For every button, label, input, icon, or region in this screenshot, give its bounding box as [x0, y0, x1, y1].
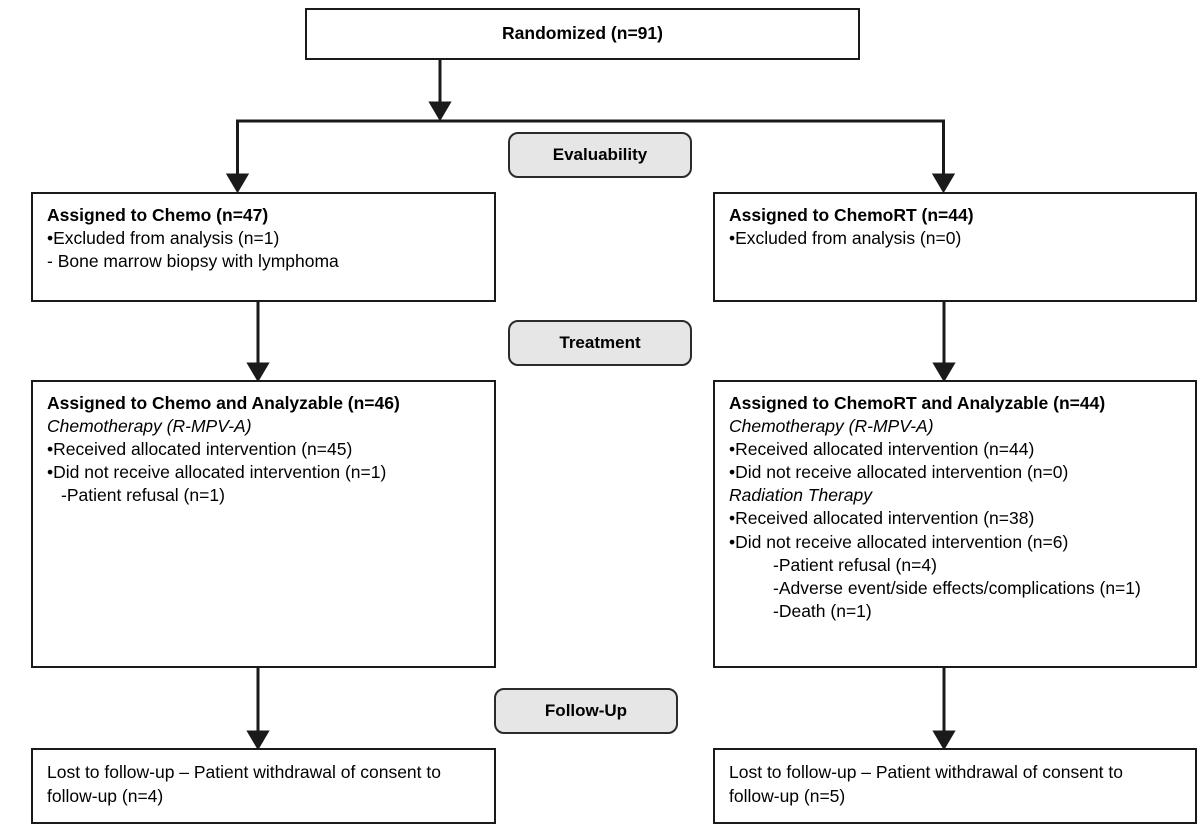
- stage-label-evaluability-text: Evaluability: [552, 145, 648, 164]
- chemo-analyzable-chemo-heading: Chemotherapy (R-MPV-A): [47, 416, 252, 437]
- chemo-analyzable-reason-patient-refusal: -Patient refusal (n=1): [61, 485, 225, 506]
- stage-label-followup[interactable]: Follow-Up: [494, 688, 678, 734]
- node-randomized-label: Randomized (n=91): [502, 23, 663, 44]
- stage-label-followup-text: Follow-Up: [544, 701, 628, 720]
- node-chemo-lost-to-followup[interactable]: Lost to follow-up – Patient withdrawal o…: [31, 748, 496, 824]
- node-chemort-analyzable[interactable]: Assigned to ChemoRT and Analyzable (n=44…: [713, 380, 1197, 668]
- stage-label-evaluability[interactable]: Evaluability: [508, 132, 692, 178]
- chemort-lost-line-1: Lost to follow-up – Patient withdrawal o…: [729, 762, 1123, 782]
- chemort-analyzable-chemo-heading: Chemotherapy (R-MPV-A): [729, 416, 934, 437]
- node-chemort-lost-to-followup[interactable]: Lost to follow-up – Patient withdrawal o…: [713, 748, 1197, 824]
- node-chemort-assigned[interactable]: Assigned to ChemoRT (n=44) •Excluded fro…: [713, 192, 1197, 302]
- chemort-assigned-excluded: •Excluded from analysis (n=0): [729, 228, 962, 249]
- node-randomized[interactable]: Randomized (n=91): [305, 8, 860, 60]
- chemo-analyzable-chemo-not-received: •Did not receive allocated intervention …: [47, 462, 387, 483]
- node-chemo-assigned[interactable]: Assigned to Chemo (n=47) •Excluded from …: [31, 192, 496, 302]
- chemort-analyzable-chemo-not-received: •Did not receive allocated intervention …: [729, 462, 1069, 483]
- chemo-lost-line-2: follow-up (n=4): [47, 786, 164, 807]
- node-chemo-analyzable[interactable]: Assigned to Chemo and Analyzable (n=46) …: [31, 380, 496, 668]
- chemo-analyzable-title: Assigned to Chemo and Analyzable (n=46): [47, 393, 400, 413]
- chemo-assigned-title: Assigned to Chemo (n=47): [47, 205, 269, 225]
- chemort-analyzable-rt-not-received: •Did not receive allocated intervention …: [729, 531, 1069, 552]
- chemort-analyzable-chemo-received: •Received allocated intervention (n=44): [729, 439, 1035, 460]
- stage-label-treatment[interactable]: Treatment: [508, 320, 692, 366]
- chemort-analyzable-reason-adverse-event: -Adverse event/side effects/complication…: [773, 577, 1141, 598]
- stage-label-treatment-text: Treatment: [559, 333, 641, 352]
- chemort-lost-line-2: follow-up (n=5): [729, 786, 846, 807]
- chemort-analyzable-rt-received: •Received allocated intervention (n=38): [729, 508, 1035, 529]
- chemo-assigned-exclusion-reason: - Bone marrow biopsy with lymphoma: [47, 251, 339, 272]
- chemo-lost-line-1: Lost to follow-up – Patient withdrawal o…: [47, 762, 441, 782]
- chemo-analyzable-chemo-received: •Received allocated intervention (n=45): [47, 439, 353, 460]
- chemort-analyzable-reason-death: -Death (n=1): [773, 600, 872, 621]
- chemort-analyzable-rt-heading: Radiation Therapy: [729, 485, 872, 506]
- chemo-assigned-excluded: •Excluded from analysis (n=1): [47, 228, 280, 249]
- chemort-assigned-title: Assigned to ChemoRT (n=44): [729, 205, 974, 225]
- chemort-analyzable-title: Assigned to ChemoRT and Analyzable (n=44…: [729, 393, 1106, 413]
- chemort-analyzable-reason-patient-refusal: -Patient refusal (n=4): [773, 554, 937, 575]
